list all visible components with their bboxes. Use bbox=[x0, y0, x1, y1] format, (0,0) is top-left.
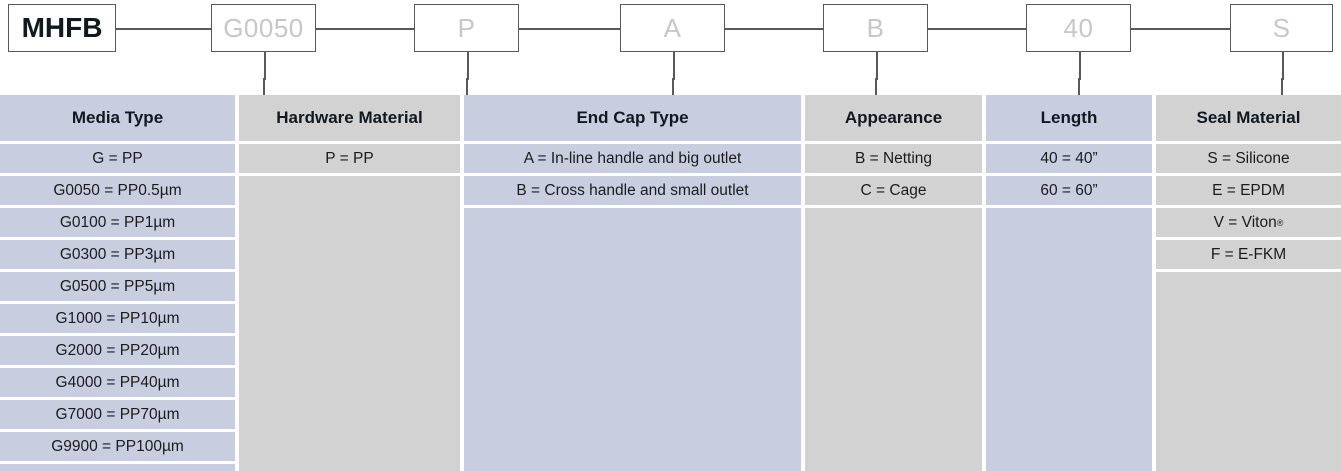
code-segment-5[interactable]: B bbox=[823, 4, 928, 52]
code-link-5 bbox=[928, 28, 1026, 30]
option-cell[interactable]: E = EPDM bbox=[1156, 176, 1341, 205]
column-filler bbox=[986, 208, 1152, 471]
connector-to-appearance bbox=[0, 0, 1341, 95]
code-link-3 bbox=[519, 28, 620, 30]
option-cell[interactable]: G2000 = PP20µm bbox=[0, 336, 235, 365]
option-cell[interactable]: G0100 = PP1µm bbox=[0, 208, 235, 237]
column-header: Seal Material bbox=[1156, 95, 1341, 141]
column-seal-material: Seal Material S = Silicone E = EPDM V = Vit… bbox=[1156, 95, 1341, 471]
column-filler bbox=[0, 464, 235, 471]
code-segment-2[interactable]: G0050 bbox=[211, 4, 316, 52]
code-link-1 bbox=[116, 28, 211, 30]
column-body: 40 = 40” 60 = 60” bbox=[986, 144, 1152, 471]
column-filler bbox=[464, 208, 801, 471]
column-hardware-material: Hardware Material P = PP bbox=[239, 95, 460, 471]
option-cell[interactable]: 40 = 40” bbox=[986, 144, 1152, 173]
code-link-4 bbox=[725, 28, 823, 30]
option-cell[interactable]: G0300 = PP3µm bbox=[0, 240, 235, 269]
option-cell[interactable]: S = Silicone bbox=[1156, 144, 1341, 173]
code-segment-1[interactable]: MHFB bbox=[8, 4, 116, 52]
connector-to-length bbox=[0, 0, 1341, 95]
column-header: Media Type bbox=[0, 95, 235, 141]
connector-to-hardware-material bbox=[0, 0, 1341, 95]
column-header: Length bbox=[986, 95, 1152, 141]
column-body: P = PP bbox=[239, 144, 460, 471]
option-cell[interactable]: G9900 = PP100µm bbox=[0, 432, 235, 461]
connector-to-end-cap-type bbox=[0, 0, 1341, 95]
column-header: Hardware Material bbox=[239, 95, 460, 141]
option-cell[interactable]: G4000 = PP40µm bbox=[0, 368, 235, 397]
column-filler bbox=[1156, 272, 1341, 471]
option-cell[interactable]: P = PP bbox=[239, 144, 460, 173]
code-segment-4[interactable]: A bbox=[620, 4, 725, 52]
column-filler bbox=[239, 176, 460, 471]
code-link-2 bbox=[316, 28, 414, 30]
code-segment-7[interactable]: S bbox=[1230, 4, 1333, 52]
code-segment-6[interactable]: 40 bbox=[1026, 4, 1131, 52]
column-body: B = Netting C = Cage bbox=[805, 144, 982, 471]
column-header: End Cap Type bbox=[464, 95, 801, 141]
option-cell[interactable]: C = Cage bbox=[805, 176, 982, 205]
column-appearance: Appearance B = Netting C = Cage bbox=[805, 95, 982, 471]
connector-to-media-type bbox=[0, 0, 1341, 95]
connector-to-seal-material bbox=[0, 0, 1341, 95]
option-cell[interactable]: B = Cross handle and small outlet bbox=[464, 176, 801, 205]
option-cell[interactable]: G0050 = PP0.5µm bbox=[0, 176, 235, 205]
code-link-6 bbox=[1131, 28, 1230, 30]
option-cell[interactable]: B = Netting bbox=[805, 144, 982, 173]
code-segment-3[interactable]: P bbox=[414, 4, 519, 52]
option-cell[interactable]: F = E-FKM bbox=[1156, 240, 1341, 269]
column-filler bbox=[805, 208, 982, 471]
option-cell[interactable]: V = Viton® bbox=[1156, 208, 1341, 237]
option-cell[interactable]: A = In-line handle and big outlet bbox=[464, 144, 801, 173]
option-cell[interactable]: G = PP bbox=[0, 144, 235, 173]
column-body: A = In-line handle and big outlet B = Cro… bbox=[464, 144, 801, 471]
option-cell[interactable]: G7000 = PP70µm bbox=[0, 400, 235, 429]
option-cell[interactable]: G1000 = PP10µm bbox=[0, 304, 235, 333]
option-cell[interactable]: G0500 = PP5µm bbox=[0, 272, 235, 301]
column-header: Appearance bbox=[805, 95, 982, 141]
option-cell[interactable]: 60 = 60” bbox=[986, 176, 1152, 205]
column-length: Length 40 = 40” 60 = 60” bbox=[986, 95, 1152, 471]
column-body: S = Silicone E = EPDM V = Viton® F = E-FKM bbox=[1156, 144, 1341, 471]
